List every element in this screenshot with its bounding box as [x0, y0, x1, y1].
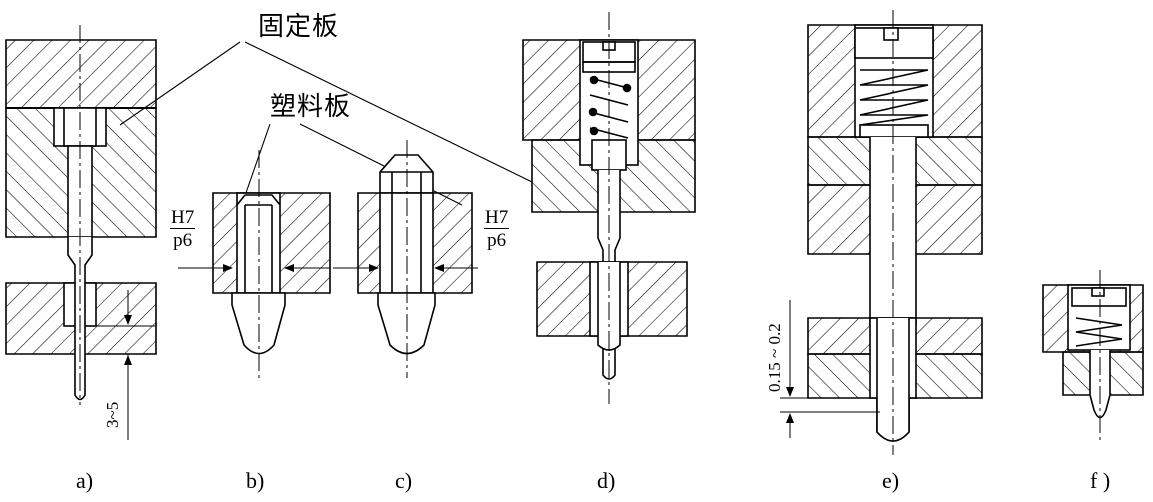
subfigure-f [1042, 270, 1144, 440]
f-spring [1075, 317, 1123, 347]
dim-a-protrusion: 3~5 [103, 401, 122, 428]
fixed-plate-label: 固定板 [258, 12, 340, 42]
e-spring [859, 69, 929, 126]
subfigure-label-b: b) [246, 468, 265, 493]
subfigure-label-e: e) [882, 468, 900, 493]
subfigure-c [333, 140, 478, 378]
fit-b-shaft: p6 [173, 230, 193, 251]
fit-b-hole: H7 [170, 207, 196, 229]
dim-e-gap: 0.15 ~ 0.2 [765, 323, 784, 392]
subfigure-label-c: c) [395, 468, 413, 493]
subfigure-d [522, 12, 696, 404]
subfigure-label-a: a) [76, 468, 94, 493]
b-pin-point [231, 292, 286, 355]
subfigure-label-d: d) [597, 468, 616, 493]
plastic-plate-label: 塑料板 [270, 92, 352, 122]
subfigure-a [5, 25, 157, 440]
fit-c-shaft: p6 [487, 230, 507, 251]
subfigure-label-f: f ) [1090, 468, 1111, 493]
fit-c: H7 p6 [484, 207, 510, 251]
fit-b: H7 p6 [170, 207, 196, 251]
fit-c-hole: H7 [484, 207, 510, 229]
subfigure-e [780, 10, 983, 455]
leader-lines [119, 41, 533, 211]
a-upper-fixed-plate [5, 39, 157, 109]
subfigure-b [178, 150, 331, 378]
